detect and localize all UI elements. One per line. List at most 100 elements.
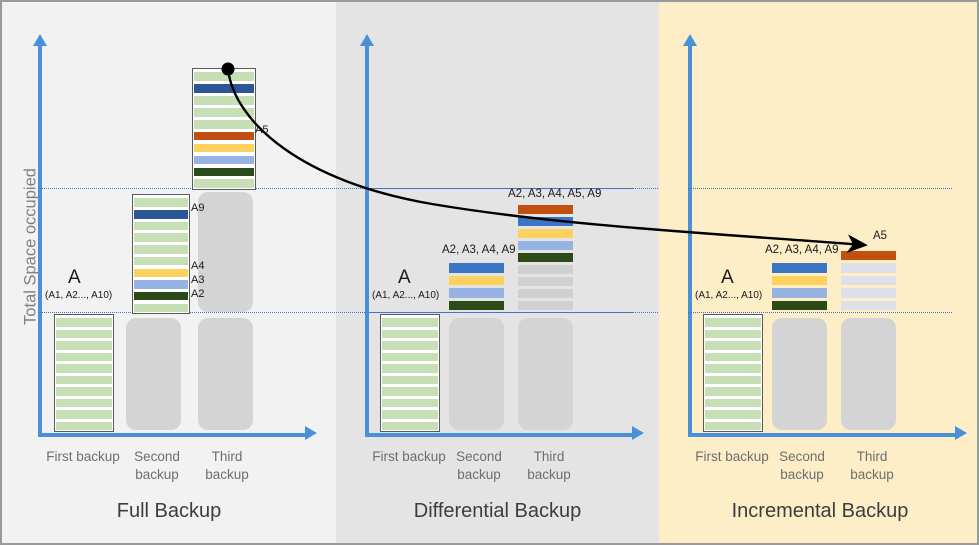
y-axis-line [688, 45, 692, 437]
xtick-third-backup: Third backup [205, 449, 249, 483]
ghost-block [198, 318, 253, 430]
stack-segment-orange [194, 131, 254, 141]
legend-a-subtitle: (A1, A2..., A10) [695, 290, 763, 301]
segment-label-a2: A2 [191, 288, 205, 300]
stack-full-third-backup[interactable] [192, 68, 256, 190]
stack-segment-green [705, 387, 761, 396]
stack-segment-green [705, 398, 761, 408]
stack-incr-third-backup[interactable] [841, 248, 896, 310]
gridline-upper [688, 188, 952, 189]
stack-segment-gray [518, 300, 573, 310]
stack-segment-yellow [772, 275, 827, 285]
xtick-third-backup: Third backup [850, 449, 894, 483]
stack-segment-green [382, 410, 438, 419]
stack-segment-green [56, 318, 112, 327]
stack-segment-green [56, 329, 112, 339]
stack-segment-lgray [841, 275, 896, 286]
segment-label-a4: A4 [191, 260, 205, 272]
stack-diff-second-backup[interactable] [449, 260, 504, 310]
stack-segment-green [705, 410, 761, 419]
stack-segment-green [382, 341, 438, 350]
x-axis-arrow [955, 426, 967, 440]
y-axis-line [365, 45, 369, 437]
stack-segment-green [705, 421, 761, 430]
x-axis-line [38, 433, 306, 437]
stack-segment-lblue [449, 288, 504, 298]
group-label-incr-second: A2, A3, A4, A9 [765, 244, 839, 256]
stack-segment-lgray [841, 288, 896, 298]
stack-segment-green [56, 352, 112, 362]
stack-segment-lblue [194, 155, 254, 165]
ghost-block [518, 318, 573, 430]
chart-incremental-backup: A (A1, A2..., A10) A2, A3, A4, A9 A5 Fir… [659, 2, 977, 543]
ghost-block [198, 192, 253, 312]
stack-segment-green [134, 233, 188, 242]
gridline-lower [38, 312, 633, 313]
stack-segment-green [382, 364, 438, 373]
stack-segment-blue [449, 263, 504, 273]
xtick-second-backup: Second backup [134, 449, 180, 483]
xtick-first-backup: First backup [46, 449, 120, 464]
stack-segment-green [705, 329, 761, 339]
x-axis-arrow [305, 426, 317, 440]
stack-segment-green [382, 352, 438, 362]
stack-segment-green [194, 179, 254, 188]
segment-label-a3: A3 [191, 274, 205, 286]
section-title-incremental-backup: Incremental Backup [731, 500, 909, 522]
legend-a-subtitle: (A1, A2..., A10) [372, 290, 440, 301]
legend-a-title: A [721, 267, 734, 288]
stack-segment-green [56, 398, 112, 408]
ghost-block [449, 318, 504, 430]
stack-segment-green [56, 364, 112, 373]
segment-label-a5: A5 [255, 124, 269, 136]
ghost-block [841, 318, 896, 430]
group-label-diff-third: A2, A3, A4, A5, A9 [508, 188, 602, 200]
stack-segment-yellow [134, 268, 188, 277]
stack-segment-green [382, 375, 438, 385]
stack-segment-blue [772, 263, 827, 273]
stack-segment-green [194, 96, 254, 105]
stack-segment-dgreen [194, 167, 254, 177]
group-label-diff-second: A2, A3, A4, A9 [442, 244, 516, 256]
xtick-third-backup: Third backup [527, 449, 571, 483]
y-axis-line [38, 45, 42, 437]
y-axis-arrow [683, 34, 697, 46]
gridline-lower [688, 312, 952, 313]
stack-segment-green [56, 421, 112, 430]
segment-label-a9: A9 [191, 202, 205, 214]
stack-segment-green [705, 364, 761, 373]
stack-diff-first-backup[interactable] [380, 314, 440, 432]
stack-incr-first-backup[interactable] [703, 314, 763, 432]
stack-segment-green [134, 303, 188, 312]
section-title-full-backup: Full Backup [116, 500, 222, 522]
stack-segment-gray [518, 288, 573, 299]
stack-incr-second-backup[interactable] [772, 260, 827, 310]
gridline-lower [365, 312, 658, 313]
stack-full-first-backup[interactable] [54, 314, 114, 432]
stack-segment-green [134, 221, 188, 231]
stack-segment-green [705, 352, 761, 362]
section-title-differential-backup: Differential Backup [413, 500, 582, 522]
x-axis-line [688, 433, 956, 437]
stack-full-second-backup[interactable] [132, 194, 190, 314]
xtick-second-backup: Second backup [456, 449, 502, 483]
stack-diff-third-backup[interactable] [518, 203, 573, 310]
stack-segment-green [56, 341, 112, 350]
stack-segment-orange [841, 251, 896, 261]
stack-segment-dblue [134, 210, 188, 219]
chart-differential-backup: A (A1, A2..., A10) A2, A3, A4, A9 A2, A3… [336, 2, 670, 543]
stack-segment-green [382, 329, 438, 339]
stack-segment-green [194, 72, 254, 81]
stack-segment-green [134, 198, 188, 207]
legend-a-title: A [68, 267, 81, 288]
legend-a-subtitle: (A1, A2..., A10) [45, 290, 113, 301]
stack-segment-blue [518, 216, 573, 227]
stack-segment-dgreen [518, 252, 573, 263]
stack-segment-green [382, 398, 438, 408]
ghost-block [772, 318, 827, 430]
legend-a-title: A [398, 267, 411, 288]
stack-segment-green [134, 245, 188, 254]
stack-segment-lblue [518, 240, 573, 251]
stack-segment-dgreen [134, 291, 188, 301]
